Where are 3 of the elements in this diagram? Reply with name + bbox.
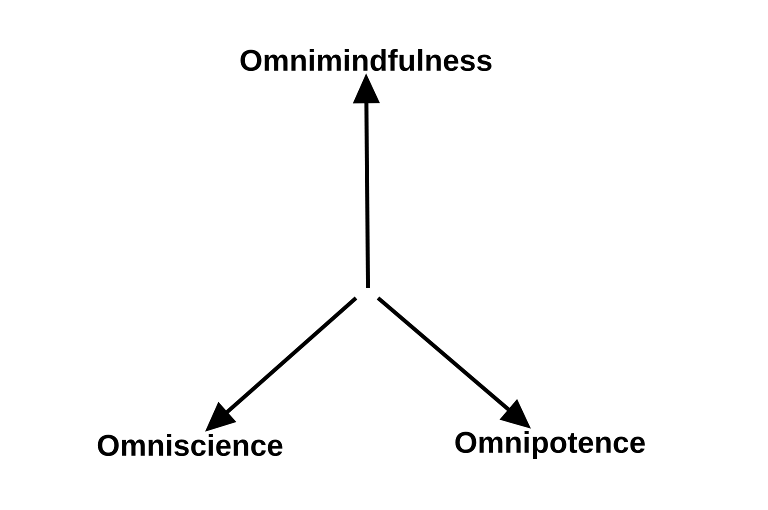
word-label: Omnipotence (455, 431, 645, 459)
word-label: Omnimindfulness (240, 48, 492, 72)
word-label: Omniscience (98, 434, 282, 456)
